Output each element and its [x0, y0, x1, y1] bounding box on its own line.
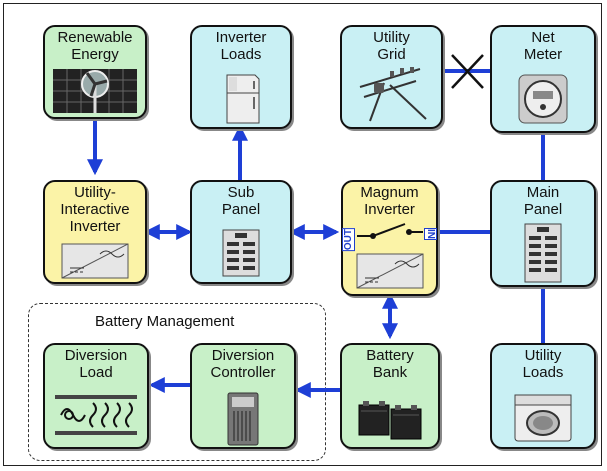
node-main-panel[interactable]: Main Panel: [490, 180, 596, 287]
utility-grid-label-line2: Grid: [377, 46, 406, 63]
magnum-label-line1: Magnum: [360, 184, 419, 201]
magnum-label-line2: Inverter: [364, 201, 415, 218]
main-panel-label-line1: Main: [526, 184, 560, 201]
node-utility-loads[interactable]: Utility Loads: [490, 343, 596, 449]
node-diversion-controller[interactable]: Diversion Controller: [190, 343, 296, 449]
node-utility-grid[interactable]: Utility Grid: [340, 25, 443, 129]
out-port-label: OUT: [342, 228, 355, 252]
node-battery-bank[interactable]: Battery Bank: [340, 343, 440, 449]
node-renewable-energy[interactable]: Renewable Energy: [43, 25, 147, 119]
net-meter-label-line2: Meter: [523, 46, 563, 63]
inverter-symbol-icon: [61, 243, 129, 279]
diversion-controller-label-line2: Controller: [210, 364, 276, 381]
breaker-panel-icon: [222, 229, 260, 277]
node-inverter-loads[interactable]: Inverter Loads: [190, 25, 292, 129]
sub-panel-label-line1: Sub: [227, 184, 255, 201]
controller-device-icon: [227, 392, 259, 446]
diversion-load-label-line1: Diversion: [64, 347, 128, 364]
heating-element-icon: [55, 395, 137, 435]
node-sub-panel[interactable]: Sub Panel: [190, 180, 292, 284]
disconnect-x-mark: [451, 54, 484, 89]
utility-grid-label-line1: Utility: [373, 29, 410, 46]
inverter-loads-label-line1: Inverter: [215, 29, 267, 46]
uii-label-line1: Utility-: [74, 184, 116, 201]
sub-panel-label-line2: Panel: [221, 201, 261, 218]
power-pole-icon: [359, 67, 427, 122]
meter-icon: [518, 74, 568, 124]
uii-label-line3: Inverter: [69, 218, 121, 235]
main-panel-label-line2: Panel: [523, 201, 563, 218]
node-utility-interactive-inverter[interactable]: Utility- Interactive Inverter: [43, 180, 147, 284]
uii-label-line2: Interactive: [60, 201, 130, 218]
node-net-meter[interactable]: Net Meter: [490, 25, 596, 133]
diversion-load-label-line2: Load: [79, 364, 113, 381]
inverter-loads-label-line2: Loads: [220, 46, 262, 63]
in-port-label: IN: [424, 228, 437, 240]
battery-management-group: [28, 303, 326, 461]
batteries-icon: [358, 401, 422, 440]
washing-machine-icon: [514, 394, 572, 442]
diversion-controller-label-line1: Diversion: [211, 347, 275, 364]
refrigerator-icon: [226, 74, 260, 124]
utility-loads-label-line1: Utility: [524, 347, 562, 364]
renewable-label-line2: Energy: [71, 46, 119, 63]
battery-bank-label-line1: Battery: [366, 347, 414, 364]
transfer-switch-icon: [356, 223, 423, 239]
node-magnum-inverter[interactable]: Magnum Inverter OUT IN: [341, 180, 438, 296]
node-diversion-load[interactable]: Diversion Load: [43, 343, 149, 449]
renewable-label-line1: Renewable: [57, 29, 133, 46]
breaker-panel-icon-2: [524, 223, 562, 283]
battery-management-label: Battery Management: [95, 313, 235, 330]
solar-wind-icon: [53, 69, 137, 113]
battery-bank-label-line2: Bank: [372, 364, 408, 381]
utility-loads-label-line2: Loads: [522, 364, 564, 381]
net-meter-label-line1: Net: [531, 29, 555, 46]
inverter-symbol-icon-2: [356, 253, 423, 289]
